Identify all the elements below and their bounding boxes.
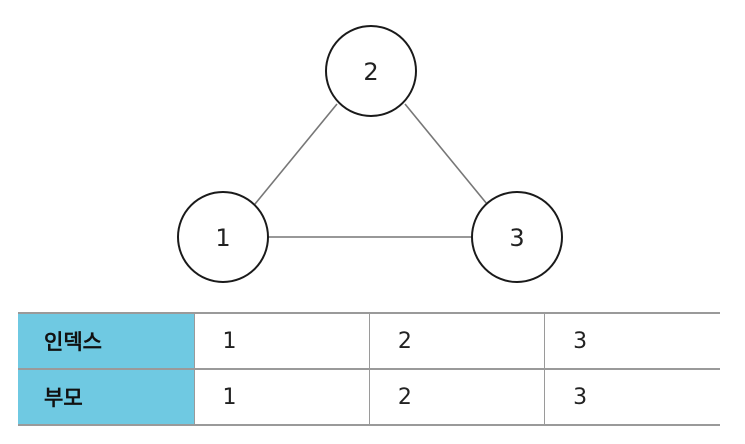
index-cell: 3: [544, 312, 720, 370]
parent-row-header: 부모: [18, 368, 195, 426]
node-3: 3: [471, 191, 563, 283]
node-3-label: 3: [509, 224, 524, 252]
edge-1-2: [254, 103, 338, 205]
node-2-circle: [325, 25, 417, 117]
index-cell: 2: [369, 312, 546, 370]
node-3-circle: [471, 191, 563, 283]
edge-2-3: [404, 103, 488, 205]
parent-cell: 3: [544, 368, 720, 426]
union-find-graph: 2 1 3: [177, 25, 563, 283]
node-1-circle: [177, 191, 269, 283]
index-cell: 1: [194, 312, 370, 370]
parent-table: 인덱스 1 2 3 부모 1 2 3: [18, 312, 720, 426]
node-2: 2: [325, 25, 417, 117]
index-row: 인덱스 1 2 3: [18, 312, 720, 370]
parent-cell: 1: [194, 368, 370, 426]
node-1-label: 1: [215, 224, 230, 252]
node-2-label: 2: [363, 58, 378, 86]
node-1: 1: [177, 191, 269, 283]
parent-cell: 2: [369, 368, 546, 426]
index-row-header: 인덱스: [18, 312, 195, 370]
parent-row: 부모 1 2 3: [18, 368, 720, 426]
